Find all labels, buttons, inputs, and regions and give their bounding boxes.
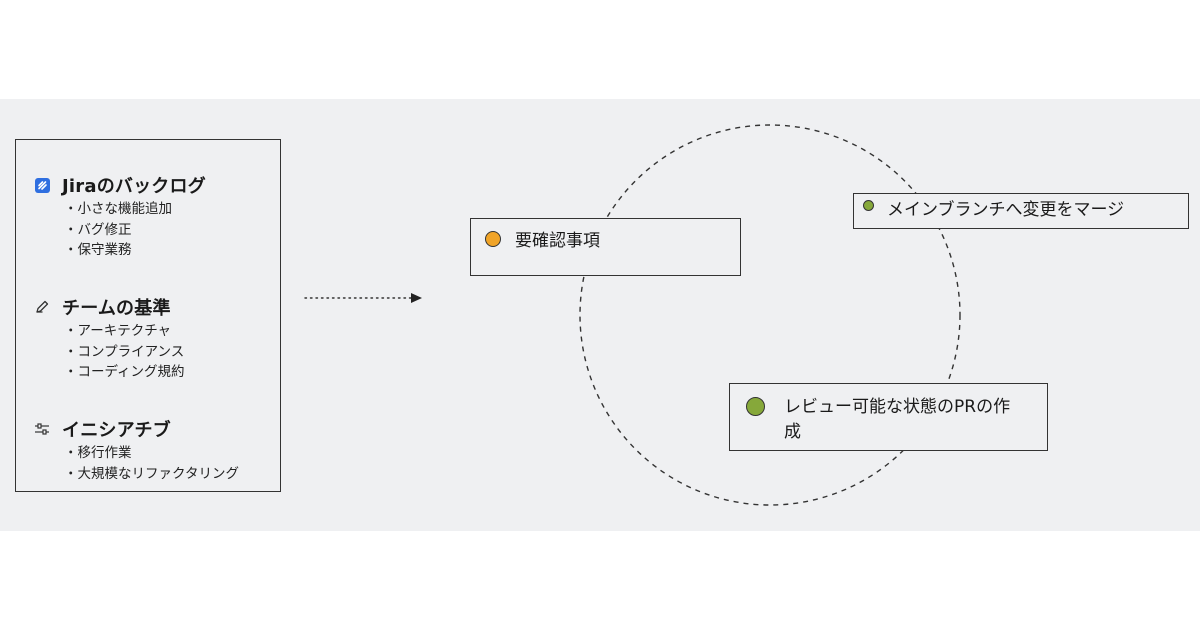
step-label: レビュー可能な状態のPRの作成	[784, 397, 1011, 442]
list-item: バグ修正	[64, 220, 206, 241]
section-title: イニシアチブ	[62, 420, 171, 441]
list-item: 移行作業	[64, 443, 239, 464]
list-item: 大規模なリファクタリング	[64, 464, 239, 485]
status-dot-green	[746, 397, 765, 416]
list-item: コーディング規約	[64, 362, 185, 383]
status-dot-orange	[485, 231, 501, 247]
status-dot-green-small	[863, 200, 874, 211]
section-jira-backlog: Jiraのバックログ 小さな機能追加 バグ修正 保守業務	[34, 173, 206, 261]
step-label: 要確認事項	[515, 231, 600, 251]
section-items: 小さな機能追加 バグ修正 保守業務	[34, 199, 206, 261]
list-item: 小さな機能追加	[64, 199, 206, 220]
section-team-standards: チームの基準 アーキテクチャ コンプライアンス コーディング規約	[34, 295, 185, 383]
step-label: メインブランチへ変更をマージ	[887, 200, 1125, 220]
step-requirements: 要確認事項	[470, 218, 741, 276]
section-title: Jiraのバックログ	[62, 176, 206, 197]
sources-card	[15, 139, 281, 492]
section-items: アーキテクチャ コンプライアンス コーディング規約	[34, 321, 185, 383]
pencil-icon	[34, 299, 50, 315]
list-item: 保守業務	[64, 240, 206, 261]
section-title: チームの基準	[62, 298, 171, 319]
step-merge: メインブランチへ変更をマージ	[853, 193, 1189, 229]
sliders-icon	[34, 421, 50, 437]
step-pr-creation: レビュー可能な状態のPRの作成	[729, 383, 1048, 451]
jira-icon	[34, 177, 50, 193]
section-initiatives: イニシアチブ 移行作業 大規模なリファクタリング	[34, 417, 239, 484]
section-items: 移行作業 大規模なリファクタリング	[34, 443, 239, 484]
flow-arrow	[304, 293, 422, 303]
list-item: アーキテクチャ	[64, 321, 185, 342]
list-item: コンプライアンス	[64, 342, 185, 363]
